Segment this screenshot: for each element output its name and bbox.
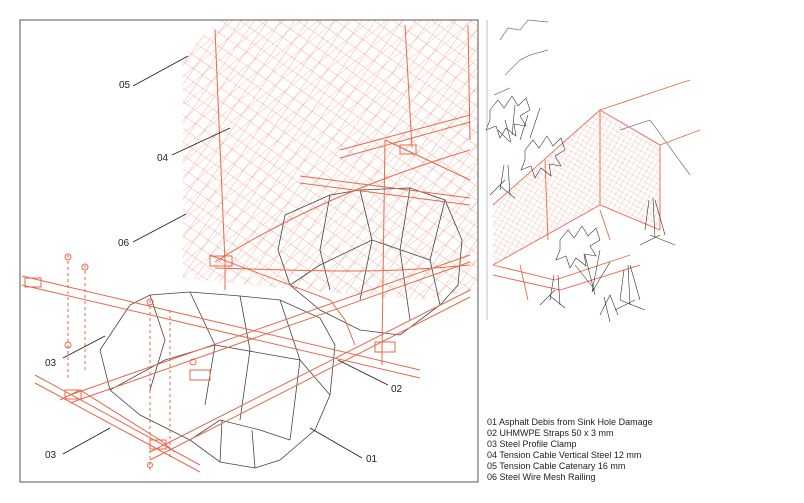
legend: 01 Asphalt Debis from Sink Hole Damage 0…: [487, 417, 653, 483]
legend-item: 06 Steel Wire Mesh Railing: [487, 472, 596, 482]
legend-item: 02 UHMWPE Straps 50 x 3 mm: [487, 428, 614, 438]
legend-item: 05 Tension Cable Catenary 16 mm: [487, 461, 626, 471]
legend-item: 01 Asphalt Debis from Sink Hole Damage: [487, 417, 653, 427]
landscape-vignette: [485, 19, 701, 323]
callout-label-04: 04: [157, 153, 169, 164]
legend-item: 03 Steel Profile Clamp: [487, 439, 577, 449]
callout-leaders: [62, 55, 389, 459]
callout-label-05: 05: [119, 80, 131, 91]
callout-label-03-lower: 03: [45, 450, 57, 461]
callout-label-02: 02: [391, 384, 403, 395]
callout-label-03-upper: 03: [45, 358, 57, 369]
legend-item: 04 Tension Cable Vertical Steel 12 mm: [487, 450, 642, 460]
callout-label-06: 06: [118, 238, 130, 249]
vignette-mesh: [493, 110, 660, 265]
asphalt-debris: [99, 187, 463, 469]
callout-label-01: 01: [366, 454, 378, 465]
steel-frame: [21, 24, 471, 473]
